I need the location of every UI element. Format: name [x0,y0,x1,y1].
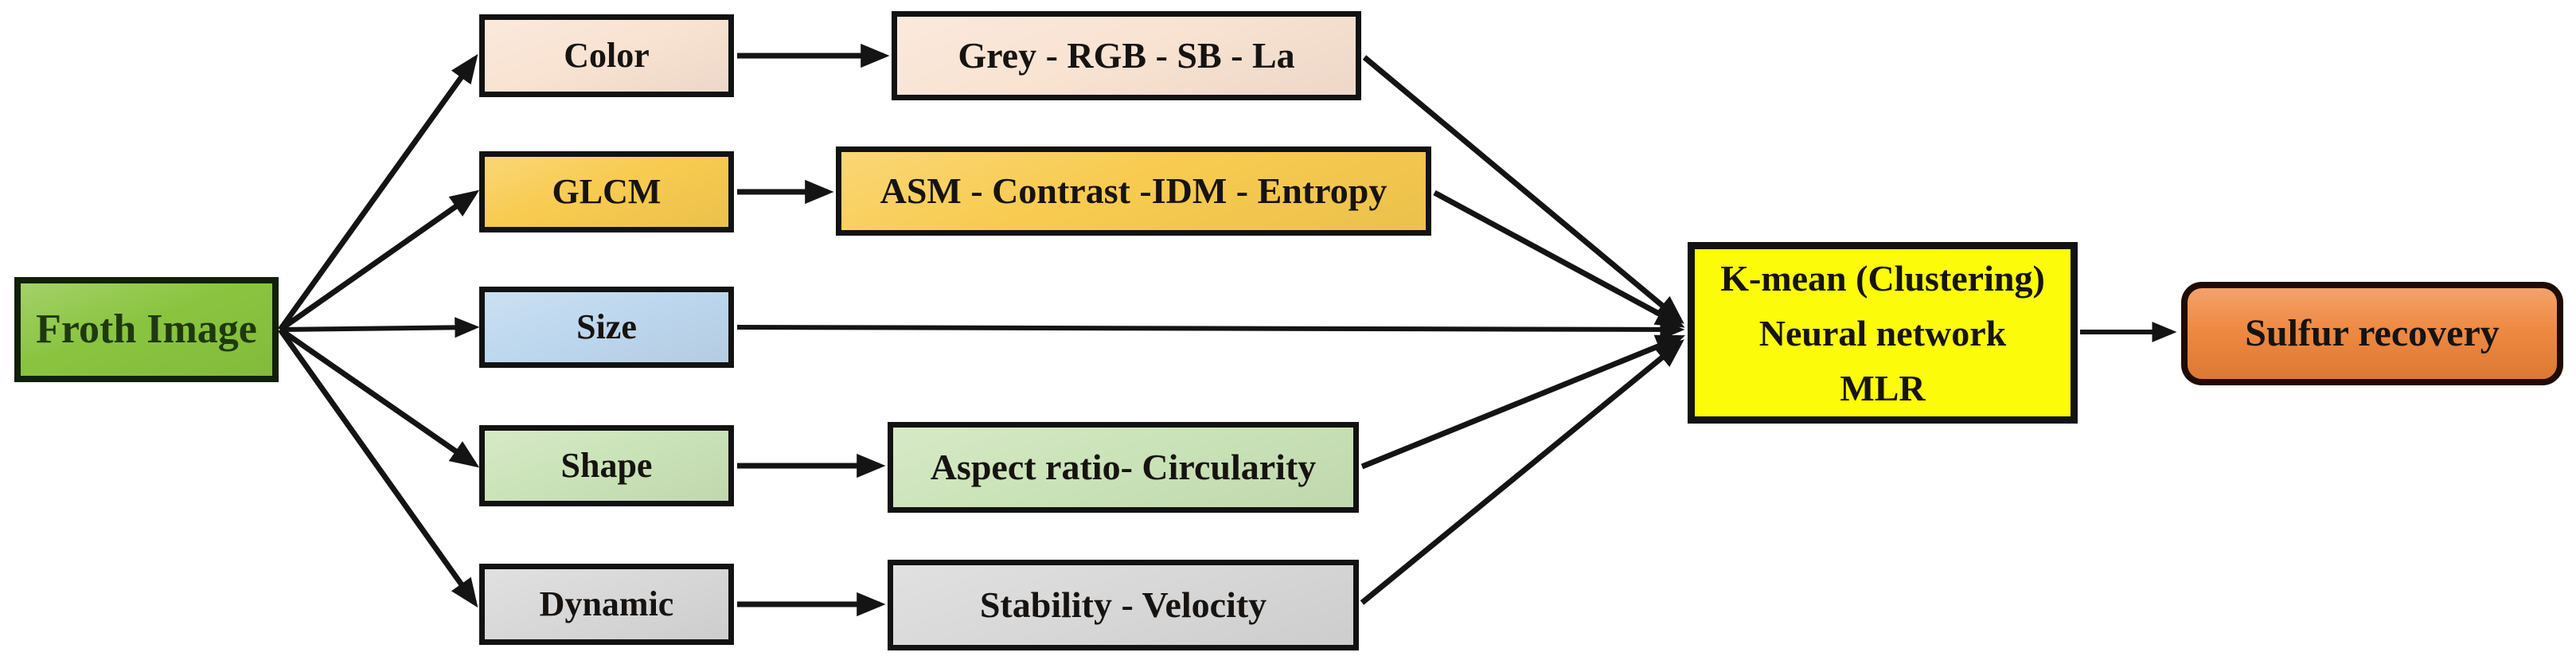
node-dynamic-features-label: Stability - Velocity [979,584,1267,625]
node-glcm-category: GLCM [479,151,734,232]
node-model-line-2: Neural network [1758,312,2007,353]
edge-froth-to-shape-arrow [279,327,480,468]
edge-froth-to-color-arrow [278,53,478,332]
node-model-line-3: MLR [1840,367,1926,408]
edge-froth-to-size-arrow [279,317,480,338]
node-shape-category: Shape [479,425,734,506]
edge-shape-features-to-model-arrow [1360,334,1686,470]
node-shape-category-label: Shape [560,445,653,485]
node-color-features: Grey - RGB - SB - La [892,11,1361,100]
node-size-category-label: Size [576,307,637,346]
edge-froth-to-glcm-arrow [278,189,480,332]
node-glcm-features: ASM - Contrast -IDM - Entropy [836,146,1431,236]
node-output-label: Sulfur recovery [2245,312,2500,355]
edge-size-to-model-arrow [736,318,1685,340]
edge-dynamic-features-to-model-arrow [1360,339,1684,605]
node-model: K-mean (Clustering) Neural network MLR [1688,242,2078,424]
node-size-category: Size [479,287,734,368]
node-shape-features: Aspect ratio- Circularity [888,422,1359,513]
node-glcm-features-label: ASM - Contrast -IDM - Entropy [880,170,1388,211]
edge-glcm-features-to-model-arrow [1433,189,1685,328]
edge-froth-to-dynamic-arrow [278,327,478,608]
node-model-line-1: K-mean (Clustering) [1720,257,2045,299]
edge-color-features-to-model-arrow [1362,55,1684,324]
node-shape-features-label: Aspect ratio- Circularity [930,446,1317,487]
node-color-category-label: Color [564,35,650,75]
node-froth-image: Froth Image [14,277,279,382]
node-dynamic-category-label: Dynamic [539,584,674,623]
node-output: Sulfur recovery [2181,282,2563,385]
node-color-features-label: Grey - RGB - SB - La [958,34,1295,76]
node-color-category: Color [479,14,734,97]
node-glcm-category-label: GLCM [552,171,662,211]
node-froth-image-label: Froth Image [36,307,257,353]
node-dynamic-features: Stability - Velocity [888,560,1359,650]
node-dynamic-category: Dynamic [479,564,734,645]
